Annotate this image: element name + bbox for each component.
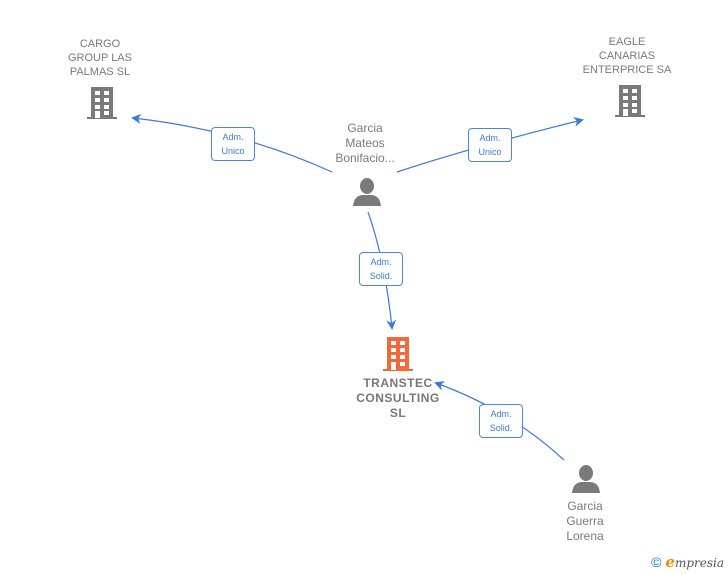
- node-label-cargo[interactable]: CARGO GROUP LAS PALMAS SL: [55, 37, 145, 79]
- edge-label-line: Solid.: [489, 423, 513, 433]
- node-label-lorena[interactable]: Garcia Guerra Lorena: [540, 499, 630, 544]
- label-line: SL: [389, 406, 407, 420]
- edge-label-mateos-cargo[interactable]: Adm. Unico: [211, 127, 255, 161]
- label-line: GROUP LAS: [68, 52, 132, 64]
- edge-label-line: Solid.: [369, 271, 393, 281]
- edge-label-line: Adm.: [370, 257, 392, 267]
- label-line: Guerra: [566, 514, 604, 528]
- node-label-mateos[interactable]: Garcia Mateos Bonifacio...: [320, 121, 410, 166]
- edge-label-line: Adm.: [479, 133, 501, 143]
- building-icon[interactable]: [382, 336, 414, 372]
- label-line: Garcia: [567, 499, 603, 513]
- building-icon[interactable]: [86, 86, 118, 120]
- brand-initial: e: [665, 553, 675, 571]
- edge-label-mateos-transtec[interactable]: Adm. Solid.: [359, 252, 403, 286]
- label-line: CARGO: [79, 38, 121, 50]
- node-label-transtec[interactable]: TRANSTEC CONSULTING SL: [343, 376, 453, 421]
- edge-label-line: Adm.: [490, 409, 512, 419]
- building-icon[interactable]: [614, 84, 646, 118]
- person-icon[interactable]: [571, 464, 601, 494]
- label-line: Lorena: [566, 529, 604, 543]
- person-icon[interactable]: [352, 177, 382, 207]
- label-line: TRANSTEC: [363, 376, 433, 390]
- copyright-icon: ©: [651, 554, 662, 570]
- label-line: ENTERPRICE SA: [582, 64, 672, 76]
- edge-label-line: Unico: [478, 147, 502, 157]
- brand-logo[interactable]: empresia: [665, 553, 724, 571]
- node-label-eagle[interactable]: EAGLE CANARIAS ENTERPRICE SA: [572, 35, 682, 77]
- label-line: Bonifacio...: [335, 151, 395, 165]
- edge-label-line: Adm.: [222, 132, 244, 142]
- edge-label-mateos-eagle[interactable]: Adm. Unico: [468, 128, 512, 162]
- label-line: PALMAS SL: [69, 66, 131, 78]
- label-line: Mateos: [345, 136, 385, 150]
- footer-branding: © empresia: [651, 553, 724, 571]
- label-line: CANARIAS: [598, 50, 656, 62]
- brand-name: mpresia: [674, 556, 724, 570]
- label-line: Garcia: [347, 121, 383, 135]
- label-line: EAGLE: [608, 36, 646, 48]
- edge-label-lorena-transtec[interactable]: Adm. Solid.: [479, 404, 523, 438]
- edge-label-line: Unico: [221, 146, 245, 156]
- label-line: CONSULTING: [356, 391, 440, 405]
